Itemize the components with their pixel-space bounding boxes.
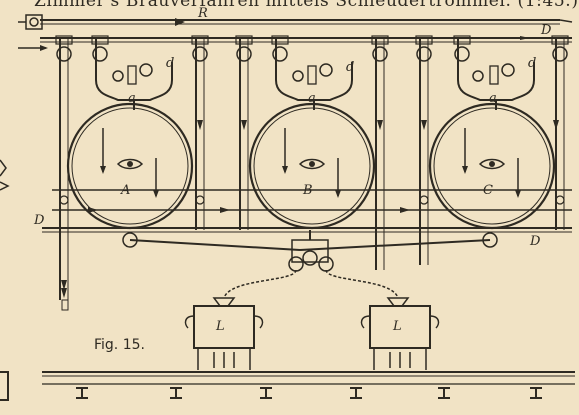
upper-distribution-pipe [18,36,572,51]
i-beam-support [438,387,450,399]
label-return-pipe: R [197,6,208,21]
drum-a [66,102,194,230]
drum-label: B [302,183,313,198]
label-branch: d [346,60,354,75]
label-upper-distribution-pipe: D [540,23,552,38]
outlet-hoses [223,269,399,299]
label-manifold: a [308,91,316,106]
left-edge-fragments [0,159,10,401]
drum-label: A [120,183,130,198]
plate-heading: Zimmer's Brauverfahren mittels Schleuder… [34,0,579,11]
label-manifold: a [128,91,136,106]
drum-label: C [483,183,493,198]
riser [371,35,389,270]
i-beam-support [260,387,272,399]
collector-right [360,297,440,370]
i-beam-support [350,387,362,399]
label-branch: d [528,56,536,71]
i-beam-support [76,387,88,399]
i-beam-support [530,387,542,399]
collector-label: L [392,319,402,334]
label-lower-distribution-pipe-right: D [529,234,541,249]
drum-b [248,102,376,230]
label-lower-distribution-pipe-left: D [33,213,45,228]
riser [453,35,471,80]
manifolds [95,62,535,110]
label-manifold: a [489,91,497,106]
label-branch: d [166,56,174,71]
riser [91,35,109,80]
figure-caption: Fig. 15. [94,337,145,353]
i-beam-support [170,387,182,399]
collector-left [184,297,264,370]
riser [235,35,253,230]
collector-label: L [215,319,225,334]
drum-c [428,102,556,230]
riser [271,35,289,80]
rail-track [42,371,575,399]
middle-pipes [52,189,572,213]
return-pipe [18,14,573,30]
